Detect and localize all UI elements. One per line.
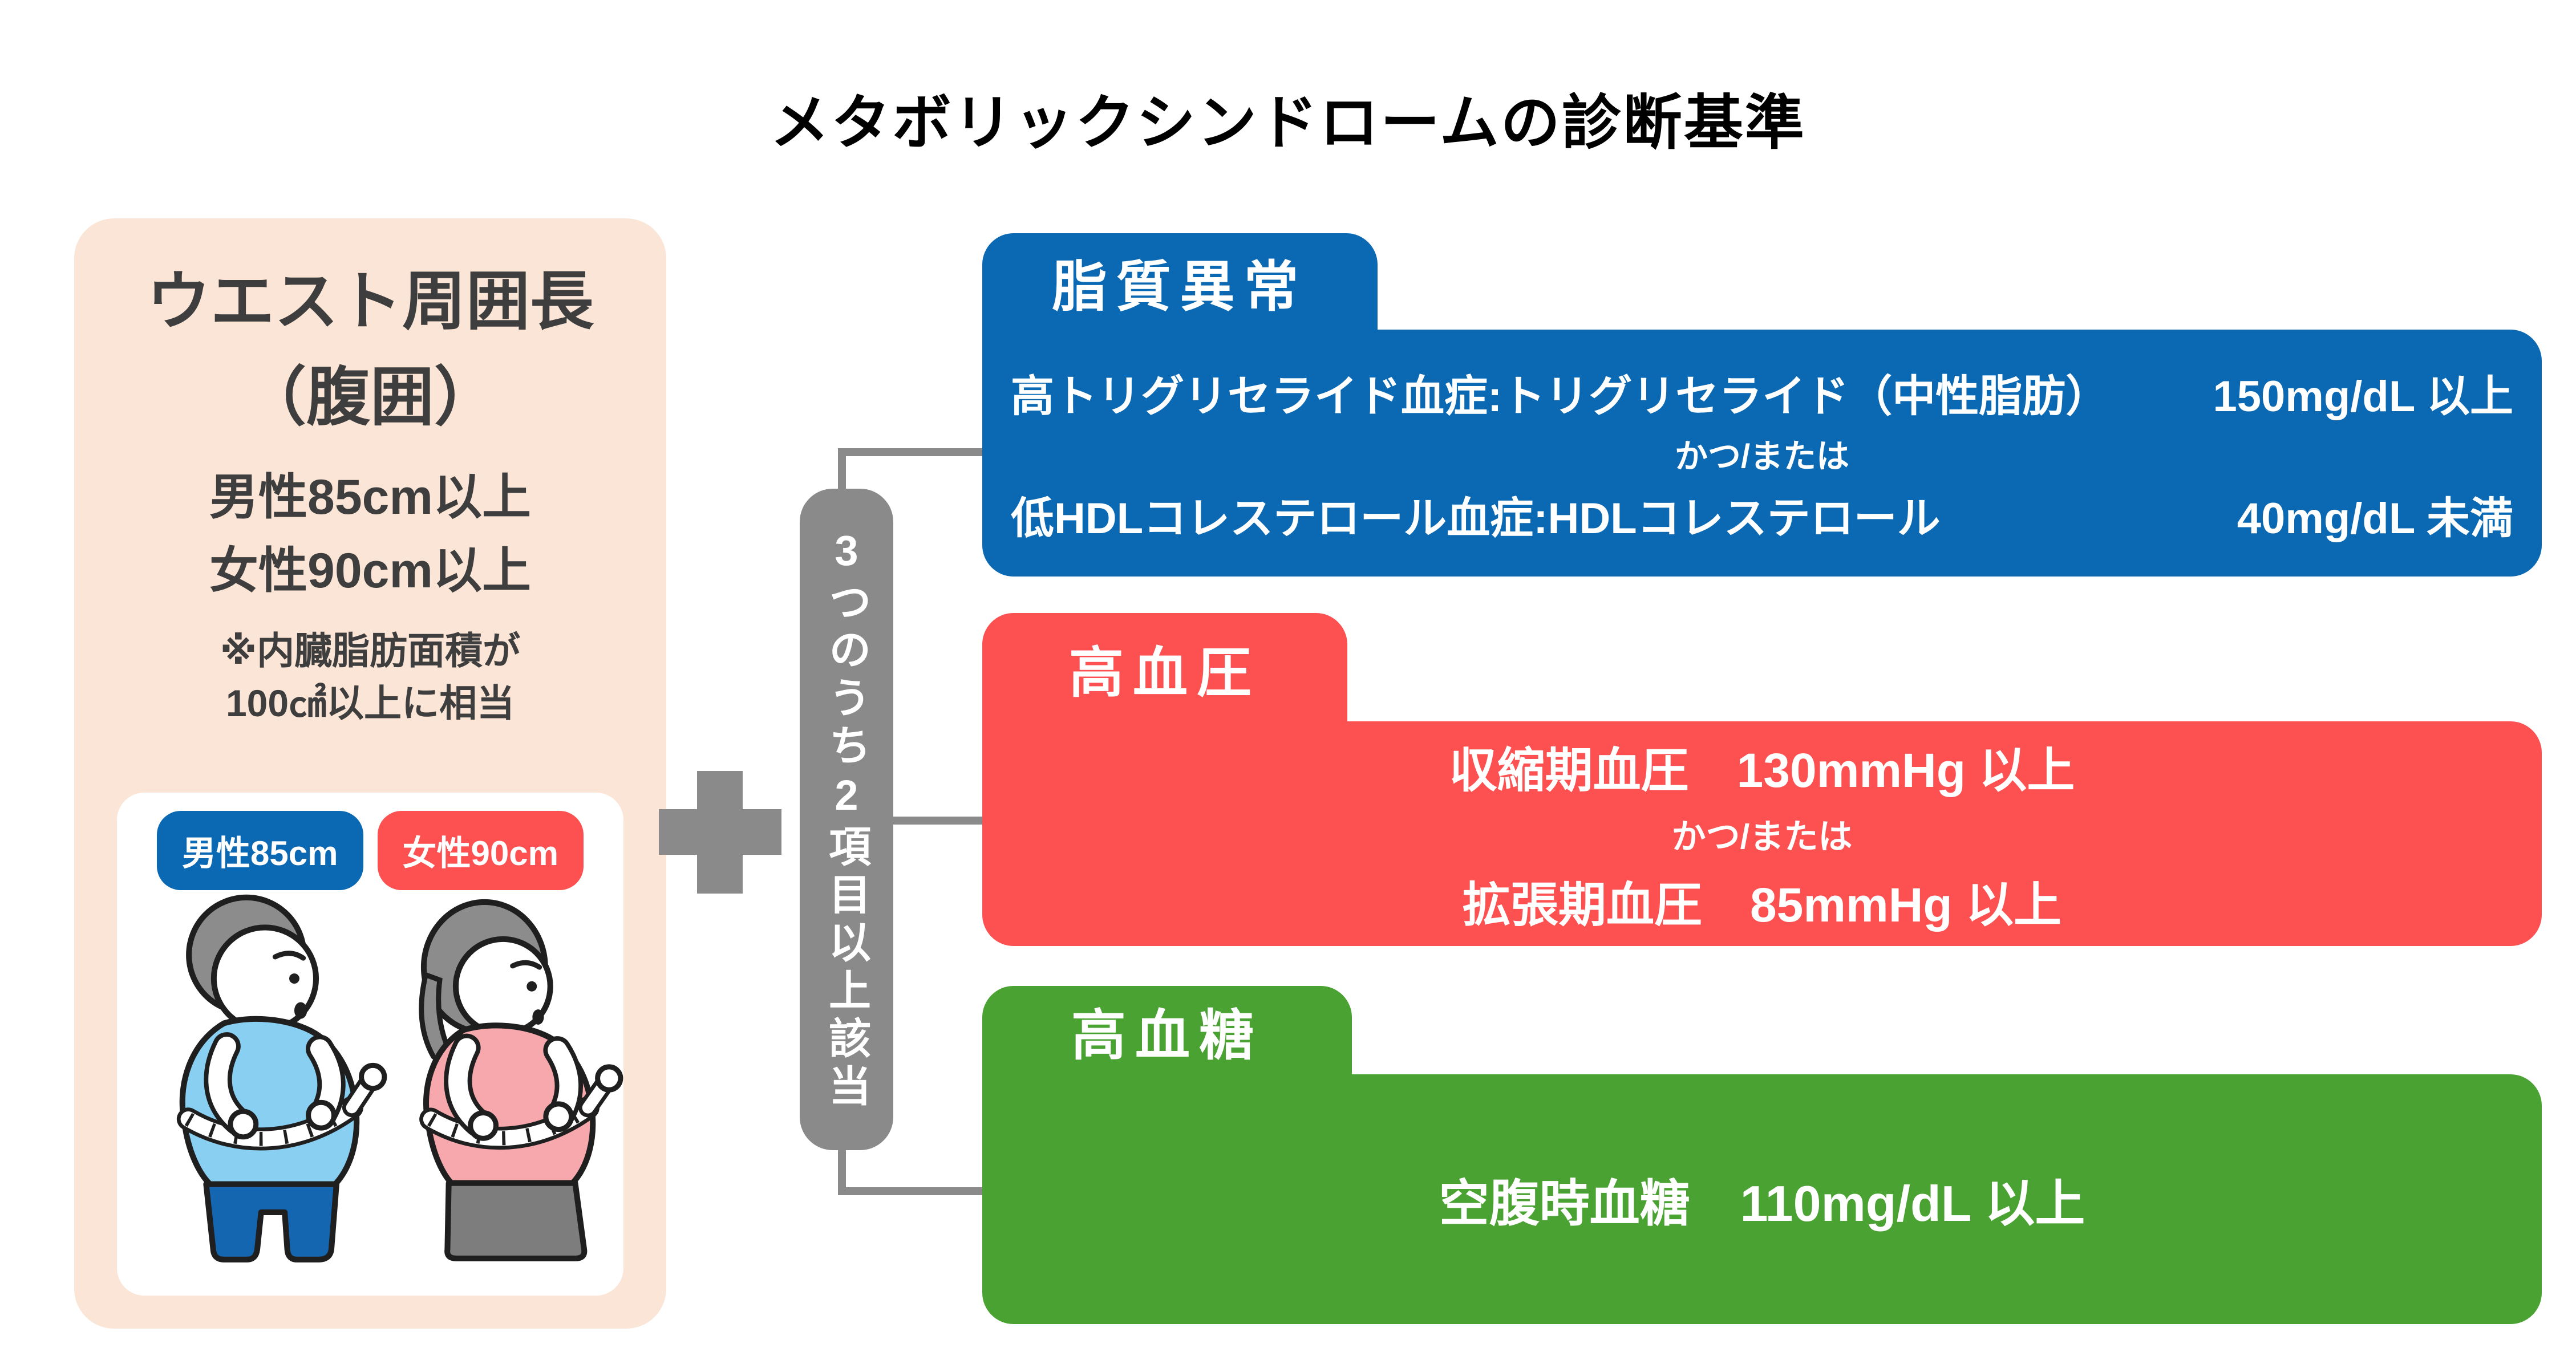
page-title: メタボリックシンドロームの診断基準 bbox=[770, 90, 1806, 156]
waist-heading-line1: ウエスト周囲長 bbox=[147, 266, 594, 337]
criteria-box-lipid-title: 脂質異常 bbox=[982, 233, 1378, 331]
lipid-row-andor: かつ/または bbox=[1674, 437, 1850, 475]
criteria-box-bp-title: 高血圧 bbox=[982, 613, 1347, 722]
gender-badge-women: 女性90cm bbox=[377, 811, 584, 890]
connector-line-top-horizontal bbox=[838, 448, 985, 456]
waist-heading-line2: （腹囲） bbox=[242, 362, 498, 433]
waist-criteria-men: 男性85cm以上 bbox=[209, 470, 531, 525]
gender-badge-row: 男性85cm 女性90cm bbox=[117, 811, 623, 890]
condition-pill-label: 3つのうち2項目以上該当 bbox=[823, 527, 870, 1112]
condition-pill: 3つのうち2項目以上該当 bbox=[800, 489, 893, 1150]
connector-line-bottom-horizontal bbox=[838, 1187, 985, 1195]
man-figure bbox=[176, 894, 387, 1262]
criteria-box-bp-body: 収縮期血圧 130mmHg 以上 かつ/または 拡張期血圧 85mmHg 以上 bbox=[982, 721, 2542, 946]
connector-line-middle bbox=[887, 817, 985, 825]
lipid-row-triglyceride: 高トリグリセライド血症:トリグリセライド（中性脂肪） 150mg/dL 以上 bbox=[1011, 372, 2513, 421]
waist-criteria: 男性85cm以上 女性90cm以上 bbox=[74, 461, 666, 608]
waist-note-line2: 100㎠以上に相当 bbox=[225, 682, 515, 725]
criteria-box-lipid-body: 高トリグリセライド血症:トリグリセライド（中性脂肪） 150mg/dL 以上 か… bbox=[982, 330, 2542, 577]
glucose-row-fasting: 空腹時血糖 110mg/dL 以上 bbox=[1439, 1175, 2085, 1232]
bp-row-systolic: 収縮期血圧 130mmHg 以上 bbox=[1449, 743, 2075, 797]
waist-panel: ウエスト周囲長 （腹囲） 男性85cm以上 女性90cm以上 ※内臓脂肪面積が … bbox=[74, 218, 666, 1329]
gender-badge-men: 男性85cm bbox=[157, 811, 363, 890]
criteria-box-glucose-title: 高血糖 bbox=[982, 986, 1352, 1075]
connector-line-top bbox=[838, 448, 846, 493]
lipid-row-hdl: 低HDLコレステロール血症:HDLコレステロール 40mg/dL 未満 bbox=[1011, 494, 2513, 543]
criteria-box-lipid: 脂質異常 高トリグリセライド血症:トリグリセライド（中性脂肪） 150mg/dL… bbox=[982, 233, 2542, 577]
waist-note: ※内臓脂肪面積が 100㎠以上に相当 bbox=[74, 624, 666, 730]
waist-criteria-women: 女性90cm以上 bbox=[209, 543, 531, 598]
bp-row-andor: かつ/または bbox=[1671, 817, 1853, 856]
criteria-box-blood-pressure: 高血圧 収縮期血圧 130mmHg 以上 かつ/または 拡張期血圧 85mmHg… bbox=[982, 613, 2542, 946]
waist-panel-heading: ウエスト周囲長 （腹囲） bbox=[74, 254, 666, 445]
waist-measure-illustration bbox=[176, 894, 623, 1262]
bp-row-diastolic: 拡張期血圧 85mmHg 以上 bbox=[1462, 878, 2062, 932]
criteria-box-blood-sugar: 高血糖 空腹時血糖 110mg/dL 以上 bbox=[982, 986, 2542, 1324]
woman-figure bbox=[419, 899, 623, 1261]
connector-line-bottom bbox=[838, 1145, 846, 1195]
criteria-box-glucose-body: 空腹時血糖 110mg/dL 以上 bbox=[982, 1074, 2542, 1324]
waist-illustration-card: 男性85cm 女性90cm bbox=[117, 793, 623, 1296]
plus-icon bbox=[659, 771, 781, 894]
waist-note-line1: ※内臓脂肪面積が bbox=[220, 630, 521, 672]
